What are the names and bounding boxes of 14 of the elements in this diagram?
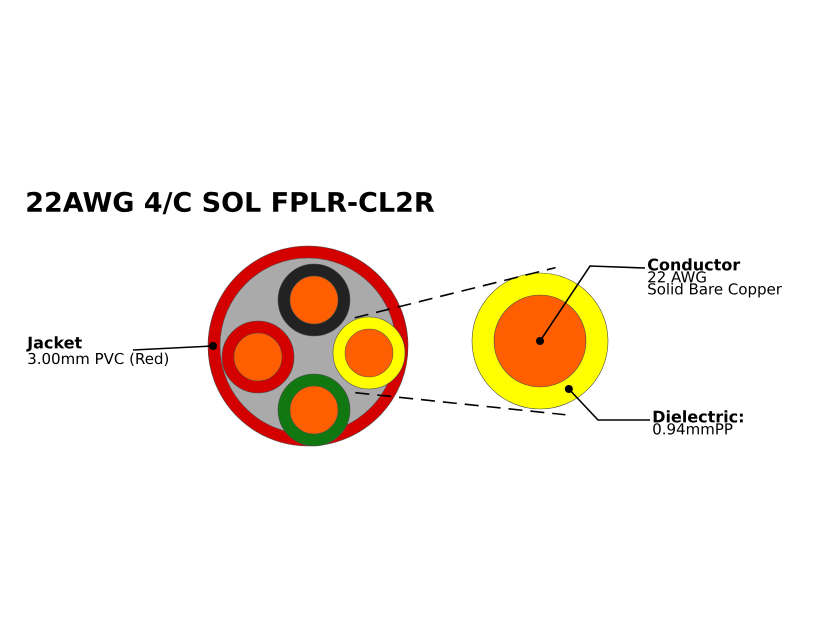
title: 22AWG 4/C SOL FPLR-CL2R [27,192,434,214]
wire [332,316,406,390]
leader-line [564,385,650,421]
wire [278,264,350,336]
wire [278,374,350,446]
zoom-line [355,392,566,416]
zoom-line [354,266,556,319]
conductor-circle [494,294,586,388]
wire [222,320,294,394]
callout-label: Jacket 3.00mm PVC (Red) [26,336,168,366]
leader-line [536,265,646,345]
callout-label: Dielectric: 0.94mmPP [653,410,743,435]
leader-line [132,342,217,351]
callout-label: Conductor 22 AWG Solid Bare Copper [648,258,782,298]
